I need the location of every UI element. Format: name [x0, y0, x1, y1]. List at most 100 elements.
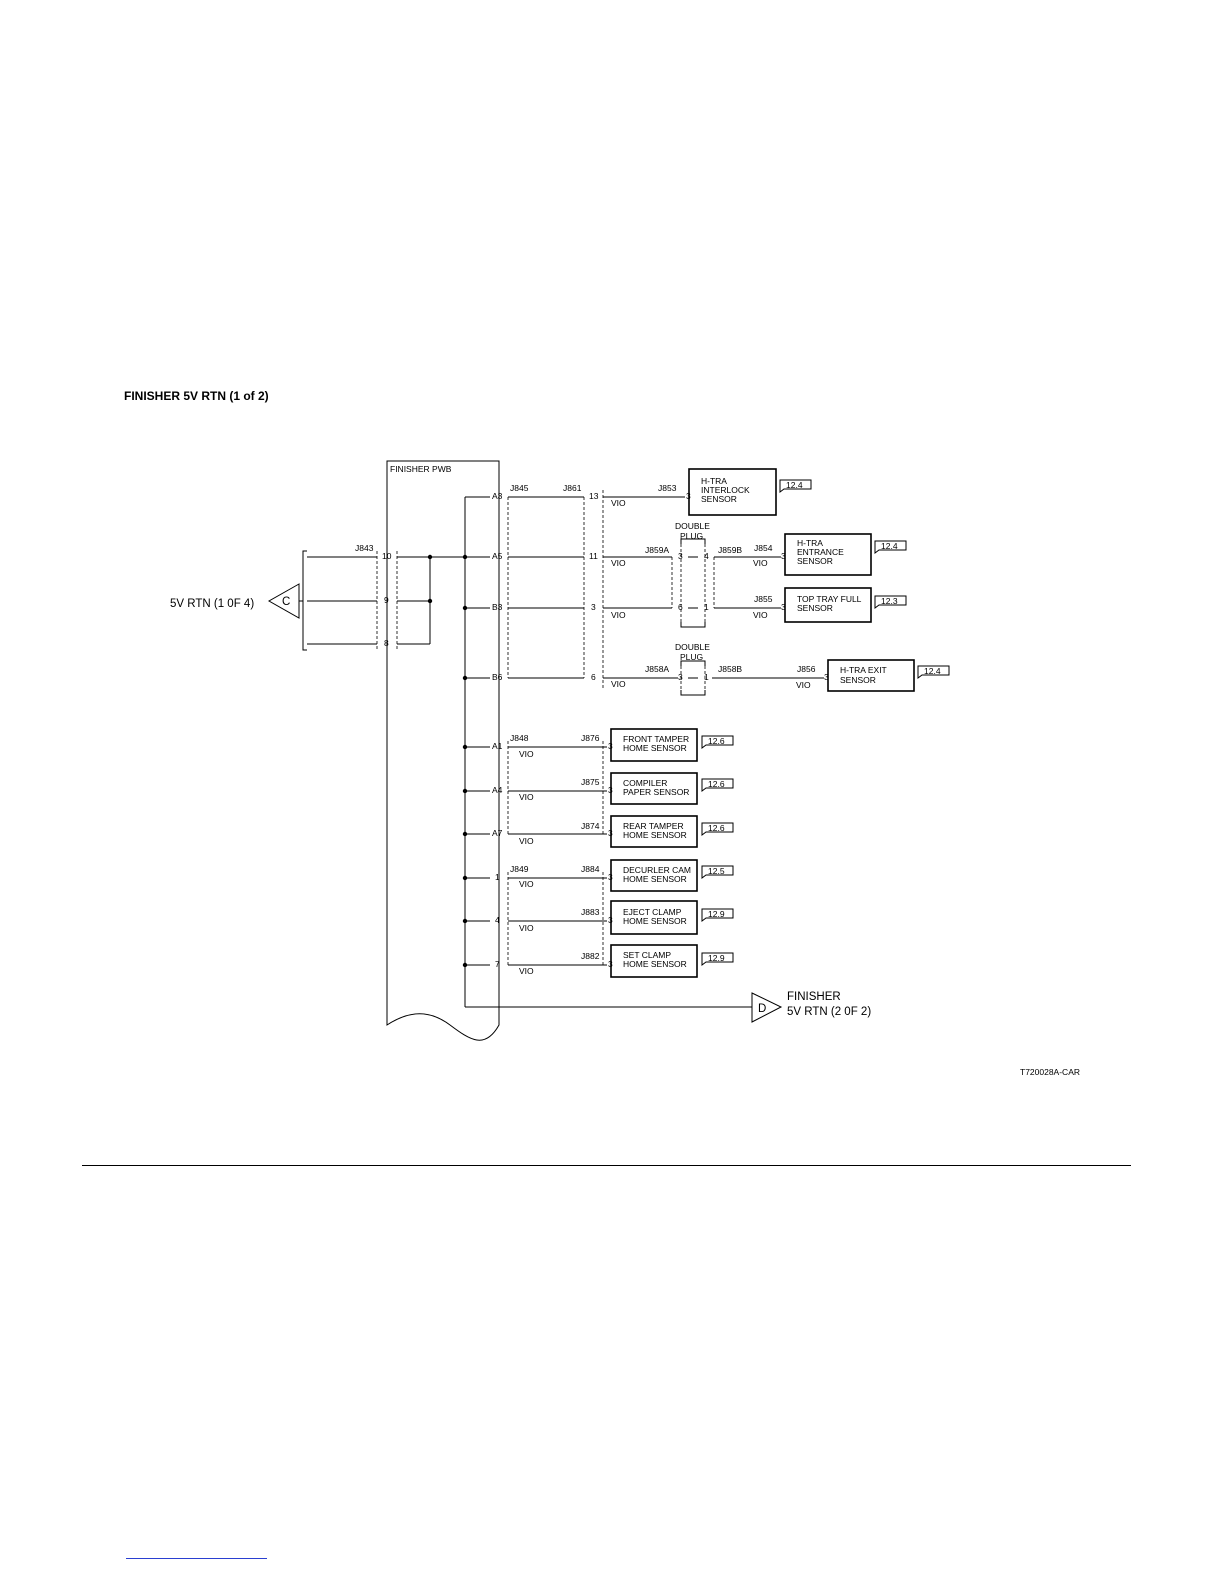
sensor-label: COMPILER	[623, 778, 667, 788]
page-title: FINISHER 5V RTN (1 of 2)	[124, 389, 269, 403]
plug-pin: 1	[704, 602, 709, 612]
sensor-label: H-TRA EXIT	[840, 665, 887, 675]
double-plug-label-1: DOUBLE	[675, 642, 710, 652]
sensor-label: HOME SENSOR	[623, 874, 687, 884]
input-connector: 5V RTN (1 0F 4) C J843 10 9 8	[170, 543, 465, 651]
plug-pin: 3	[678, 551, 683, 561]
sensor-label: SENSOR	[797, 556, 833, 566]
ref-badge: 12.4	[786, 480, 803, 490]
wire-color: VIO	[519, 923, 534, 933]
wire-color: VIO	[611, 610, 626, 620]
pin-4: 4	[495, 915, 500, 925]
output-connector: D FINISHER 5V RTN (2 0F 2)	[751, 991, 871, 1023]
sensor-label: H-TRA	[797, 538, 823, 548]
j861-pin-13: 13	[589, 491, 599, 501]
jack-j848: J848	[510, 733, 529, 743]
jack-j884: J884	[581, 864, 600, 874]
j861-pin-11: 11	[589, 551, 598, 561]
pin-10: 10	[382, 551, 392, 561]
wire-color: VIO	[519, 836, 534, 846]
sensor-label: HOME SENSOR	[623, 916, 687, 926]
sensor-label: FRONT TAMPER	[623, 734, 689, 744]
sensor-pin: 3	[824, 672, 829, 682]
bottom-divider	[82, 1165, 1131, 1166]
jack-j849: J849	[510, 864, 529, 874]
sensor-label: SENSOR	[701, 494, 737, 504]
footer-link-underline	[126, 1558, 267, 1559]
jack-j855: J855	[754, 594, 773, 604]
output-connector-symbol: D	[758, 1003, 766, 1015]
sensor-label: ENTRANCE	[797, 547, 844, 557]
jack-j858a: J858A	[645, 664, 669, 674]
plug-pin: 3	[678, 672, 683, 682]
sensor-label: PAPER SENSOR	[623, 787, 689, 797]
sensor-label: HOME SENSOR	[623, 830, 687, 840]
jack-j861: J861	[563, 483, 582, 493]
jack-j883: J883	[581, 907, 600, 917]
double-plug-label-2: PLUG	[680, 652, 703, 662]
jack-j874: J874	[581, 821, 600, 831]
pin-a4: A4	[492, 785, 503, 795]
jack-j876: J876	[581, 733, 600, 743]
pin-b3: B3	[492, 602, 503, 612]
pin-a3: A3	[492, 491, 503, 501]
sensor-label: HOME SENSOR	[623, 959, 687, 969]
output-connector-label-1: FINISHER	[787, 991, 841, 1003]
jack-j859a: J859A	[645, 545, 669, 555]
pin-8: 8	[384, 638, 389, 648]
pwb-label: FINISHER PWB	[390, 464, 452, 474]
sensor-label: REAR TAMPER	[623, 821, 684, 831]
wire-color: VIO	[796, 680, 811, 690]
sensor-label: SET CLAMP	[623, 950, 671, 960]
sensor-label: TOP TRAY FULL	[797, 594, 862, 604]
wire-color: VIO	[611, 498, 626, 508]
pin-a7: A7	[492, 828, 503, 838]
pin-7: 7	[495, 959, 500, 969]
sensor-label: INTERLOCK	[701, 485, 750, 495]
sensor-pin: 3	[781, 551, 786, 561]
figure-id: T720028A-CAR	[1020, 1067, 1080, 1077]
sensor-label: H-TRA	[701, 476, 727, 486]
wire-color: VIO	[753, 610, 768, 620]
finisher-pwb-board: FINISHER PWB	[386, 460, 500, 1041]
input-connector-label: 5V RTN (1 0F 4)	[170, 598, 254, 610]
pin-a5: A5	[492, 551, 503, 561]
internal-bus	[462, 496, 752, 1008]
double-plug-label-1: DOUBLE	[675, 521, 710, 531]
ref-badge: 12.6	[708, 823, 725, 833]
pin-9: 9	[384, 595, 389, 605]
j861-pin-3: 3	[591, 602, 596, 612]
jack-j858b: J858B	[718, 664, 742, 674]
wire-color: VIO	[519, 749, 534, 759]
wire-color: VIO	[519, 966, 534, 976]
input-connector-symbol: C	[282, 596, 290, 608]
pin-b6: B6	[492, 672, 503, 682]
pin-1: 1	[495, 872, 500, 882]
plug-pin: 6	[678, 602, 683, 612]
sensor-label: HOME SENSOR	[623, 743, 687, 753]
sensor-label: SENSOR	[797, 603, 833, 613]
wire-color: VIO	[611, 679, 626, 689]
ref-badge: 12.4	[881, 541, 898, 551]
ref-badge: 12.6	[708, 736, 725, 746]
jack-j875: J875	[581, 777, 600, 787]
ref-badge: 12.9	[708, 909, 725, 919]
jack-j854: J854	[754, 543, 773, 553]
sensor-pin: 3	[781, 602, 786, 612]
output-connector-label-2: 5V RTN (2 0F 2)	[787, 1006, 871, 1018]
lower-group: J848 J849 A1 VIO J876 3 FRONT TAMPER HOM…	[492, 728, 734, 978]
ref-badge: 12.4	[924, 666, 941, 676]
jack-j853: J853	[658, 483, 677, 493]
double-plug-label-2: PLUG	[680, 531, 703, 541]
ref-badge: 12.3	[881, 596, 898, 606]
upper-group: J845 J861 A3 13 VIO J853 3 H-TRA INTERLO…	[492, 468, 950, 696]
sensor-label: EJECT CLAMP	[623, 907, 682, 917]
wire-color: VIO	[519, 879, 534, 889]
ref-badge: 12.5	[708, 866, 725, 876]
plug-pin: 4	[704, 551, 709, 561]
jack-j882: J882	[581, 951, 600, 961]
sensor-label: SENSOR	[840, 675, 876, 685]
j861-pin-6: 6	[591, 672, 596, 682]
wire-color: VIO	[519, 792, 534, 802]
plug-pin: 1	[704, 672, 709, 682]
